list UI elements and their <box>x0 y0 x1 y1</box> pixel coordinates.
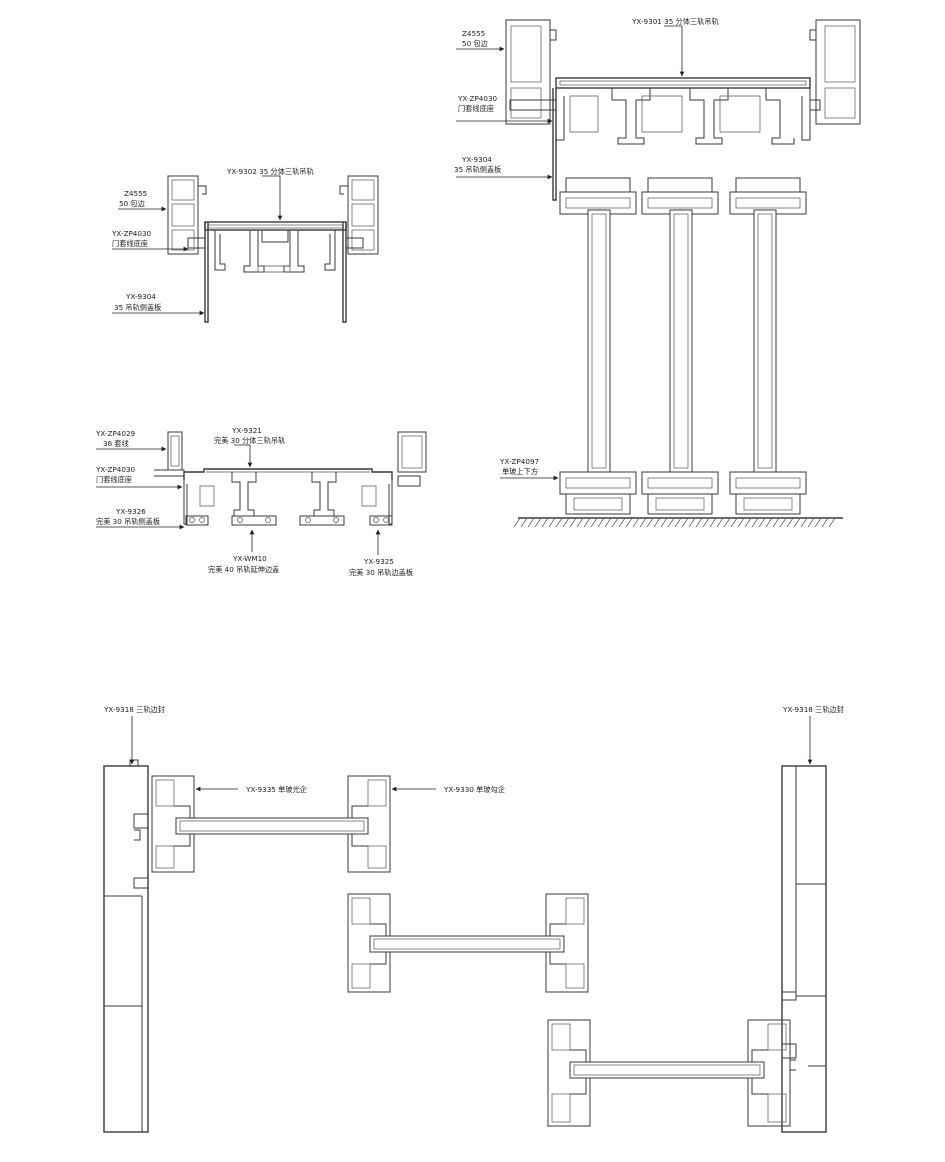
d3-9304-code: YX-9304 <box>461 155 492 164</box>
d2-title-code: YX-9321 <box>231 426 262 435</box>
yx9304-side-plate <box>552 88 557 201</box>
d2-zp4030-code: YX-ZP4030 <box>95 465 136 474</box>
rollers <box>185 515 393 526</box>
z4555-right-frame <box>809 19 861 125</box>
z4555-left-frame <box>505 19 557 125</box>
panel-row-3 <box>547 1019 791 1127</box>
d3-zp4030-code: YX-ZP4030 <box>457 94 498 103</box>
d3-zp4097-code: YX-ZP4097 <box>499 457 539 466</box>
d3-zp4030-name: 门套线底座 <box>458 104 494 113</box>
yx9302-rail <box>204 221 347 273</box>
d3-zp4097-name: 单玻上下方 <box>502 467 538 476</box>
detail-1-section: YX-9302 35 分体三轨吊轨 Z4555 50 包边 YX-ZP4030 … <box>111 167 379 323</box>
d4-left-seal-label: YX-9318 三轨边封 <box>103 705 165 714</box>
d2-title-name: 完美 30 分体三轨吊轨 <box>214 436 285 445</box>
floor-hatching <box>513 517 843 528</box>
zp4029-left-casing <box>154 431 185 477</box>
d3-z4555-code: Z4555 <box>462 29 485 38</box>
yx9321-rail <box>183 468 393 525</box>
zp4030-base-left <box>187 237 206 249</box>
panel-row-2 <box>347 893 589 993</box>
yx9318-right-seal <box>781 765 827 1133</box>
d3-9304-name: 35 吊轨侧盖板 <box>454 165 501 174</box>
panel-row-1 <box>151 775 391 873</box>
d2-9325-name: 完美 30 吊轨边盖板 <box>349 568 413 577</box>
zp4030-base-right <box>345 237 364 249</box>
z4555-right-profile <box>339 175 379 255</box>
d2-9326-name: 完美 30 吊轨侧盖板 <box>96 517 160 526</box>
d2-wm10-code: YX-WM10 <box>232 554 267 563</box>
glass-panels <box>559 177 807 515</box>
d1-zp4030-code: YX-ZP4030 <box>111 229 152 238</box>
d1-z4555-code: Z4555 <box>124 189 147 198</box>
d2-zp4029-name: 36 套线 <box>103 439 129 448</box>
d3-z4555-name: 50 包边 <box>462 39 488 48</box>
detail-3-elevation: YX-9301 35 分体三轨吊轨 Z4555 50 包边 YX-ZP4030 … <box>454 17 861 528</box>
d2-zp4029-code: YX-ZP4029 <box>95 429 136 438</box>
d2-9325-code: YX-9325 <box>363 557 394 566</box>
d1-9304-name: 35 吊轨侧盖板 <box>114 303 161 312</box>
d2-zp4030-name: 门套线底座 <box>96 475 132 484</box>
d2-9326-code: YX-9326 <box>115 507 146 516</box>
d1-z4555-name: 50 包边 <box>119 199 145 208</box>
d4-9335-label: YX-9335 单玻光企 <box>245 785 307 794</box>
yx9304-side-plates <box>204 222 347 323</box>
z4555-left-profile <box>167 175 207 255</box>
detail-2-section: YX-9321 完美 30 分体三轨吊轨 YX-ZP4029 36 套线 YX-… <box>95 426 427 577</box>
d1-9304-code: YX-9304 <box>125 292 156 301</box>
zp4030-base-left-3 <box>509 99 557 111</box>
d1-zp4030-name: 门套线底座 <box>112 239 148 248</box>
d2-wm10-name: 完美 40 吊轨延伸边盖 <box>208 565 279 574</box>
d4-9330-label: YX-9330 单玻勾企 <box>443 785 505 794</box>
zp4030-base-right-3 <box>809 99 821 111</box>
d4-right-seal-label: YX-9318 三轨边封 <box>782 705 844 714</box>
zp4029-right-casing <box>397 431 427 487</box>
d1-title-label: YX-9302 35 分体三轨吊轨 <box>226 167 314 176</box>
yx9318-left-seal <box>103 759 149 1133</box>
detail-4-plan: YX-9318 三轨边封 YX-9318 三轨边封 YX-9335 单玻光企 Y… <box>103 705 844 1133</box>
yx9301-rail <box>555 77 811 145</box>
d3-title-label: YX-9301 35 分体三轨吊轨 <box>631 17 719 26</box>
